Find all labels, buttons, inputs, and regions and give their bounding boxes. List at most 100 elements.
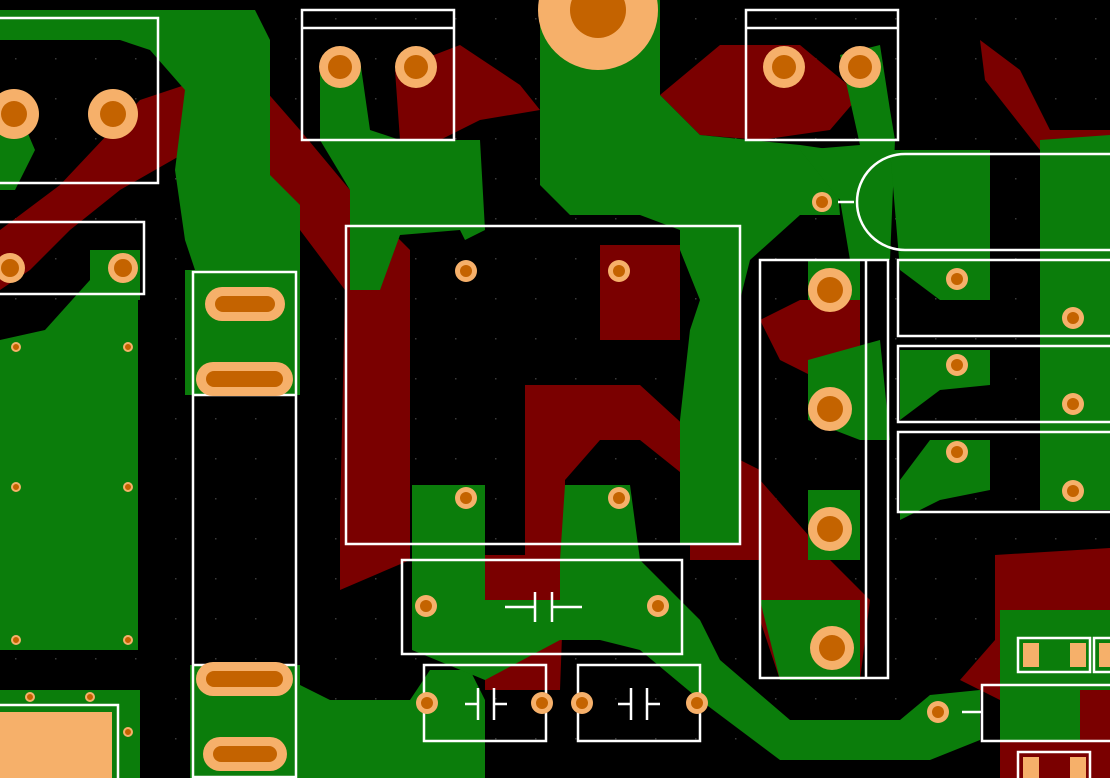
grid-dot: [455, 338, 457, 340]
through-hole-pad: [808, 507, 852, 551]
grid-dot: [455, 138, 457, 140]
grid-dot: [535, 298, 537, 300]
grid-dot: [895, 538, 897, 540]
grid-dot: [535, 138, 537, 140]
grid-dot: [335, 698, 337, 700]
grid-dot: [975, 578, 977, 580]
grid-dot: [415, 378, 417, 380]
grid-dot: [55, 98, 57, 100]
grid-dot: [255, 418, 257, 420]
grid-dot: [975, 338, 977, 340]
grid-dot: [855, 578, 857, 580]
grid-dot: [655, 498, 657, 500]
grid-dot: [535, 218, 537, 220]
grid-dot: [335, 18, 337, 20]
grid-dot: [1095, 18, 1097, 20]
smd-outline: [1016, 750, 1092, 778]
grid-dot: [895, 618, 897, 620]
grid-dot: [495, 298, 497, 300]
capacitor-symbol: [505, 592, 582, 622]
through-hole-pad: [763, 46, 805, 88]
bottom-trace: [600, 245, 680, 340]
grid-dot: [215, 458, 217, 460]
grid-dot: [175, 258, 177, 260]
small-pad: [946, 441, 968, 463]
grid-dot: [775, 298, 777, 300]
small-pad: [946, 354, 968, 376]
grid-dot: [1015, 458, 1017, 460]
grid-dot: [615, 658, 617, 660]
grid-dot: [335, 658, 337, 660]
grid-dot: [575, 738, 577, 740]
grid-dot: [295, 98, 297, 100]
grid-dot: [775, 18, 777, 20]
through-hole-pad: [108, 253, 138, 283]
grid-dot: [335, 618, 337, 620]
grid-dot: [495, 58, 497, 60]
grid-dot: [335, 458, 337, 460]
grid-dot: [735, 658, 737, 660]
top-trace: [0, 10, 300, 270]
through-hole-pad: [395, 46, 437, 88]
resistor-outline: [896, 430, 1110, 514]
grid-dot: [615, 378, 617, 380]
through-hole-pad: [88, 89, 138, 139]
small-pad: [927, 701, 949, 723]
grid-dot: [1015, 538, 1017, 540]
grid-dot: [735, 578, 737, 580]
through-hole-pad: [0, 89, 39, 139]
grid-dot: [895, 698, 897, 700]
grid-dot: [815, 18, 817, 20]
top-trace: [412, 485, 980, 760]
grid-dot: [895, 458, 897, 460]
grid-dot: [815, 698, 817, 700]
grid-dot: [935, 418, 937, 420]
grid-dot: [175, 578, 177, 580]
grid-dot: [895, 98, 897, 100]
grid-dot: [975, 18, 977, 20]
through-hole-pad: [808, 268, 852, 312]
grid-dot: [1015, 338, 1017, 340]
grid-dot: [255, 498, 257, 500]
grid-dot: [655, 698, 657, 700]
grid-dot: [695, 578, 697, 580]
small-pad: [571, 692, 593, 714]
grid-dot: [175, 698, 177, 700]
grid-dot: [895, 258, 897, 260]
grid-dot: [495, 138, 497, 140]
grid-dot: [655, 458, 657, 460]
connector-outline: [0, 703, 120, 778]
resistor-outline: [896, 258, 1110, 338]
grid-dot: [215, 578, 217, 580]
grid-dot: [935, 58, 937, 60]
grid-dot: [415, 18, 417, 20]
grid-dot: [535, 258, 537, 260]
grid-dot: [655, 378, 657, 380]
grid-dot: [175, 418, 177, 420]
small-pad: [455, 260, 477, 282]
grid-dot: [535, 58, 537, 60]
grid-dot: [495, 498, 497, 500]
grid-dot: [55, 258, 57, 260]
oval-pad: [205, 287, 285, 321]
grid-dot: [895, 298, 897, 300]
grid-dot: [95, 658, 97, 660]
grid-dot: [175, 218, 177, 220]
film-capacitor-outline: [400, 558, 684, 656]
grid-dot: [895, 498, 897, 500]
grid-dot: [935, 658, 937, 660]
grid-dot: [375, 618, 377, 620]
grid-dot: [1055, 58, 1057, 60]
oval-pad: [196, 662, 293, 696]
grid-dot: [495, 738, 497, 740]
grid-dot: [455, 298, 457, 300]
grid-dot: [815, 218, 817, 220]
grid-dot: [1015, 378, 1017, 380]
small-pad: [416, 692, 438, 714]
grid-dot: [455, 378, 457, 380]
grid-dot: [135, 218, 137, 220]
grid-dot: [175, 458, 177, 460]
grid-dot: [495, 418, 497, 420]
small-pad: [1062, 480, 1084, 502]
through-hole-pad: [808, 387, 852, 431]
